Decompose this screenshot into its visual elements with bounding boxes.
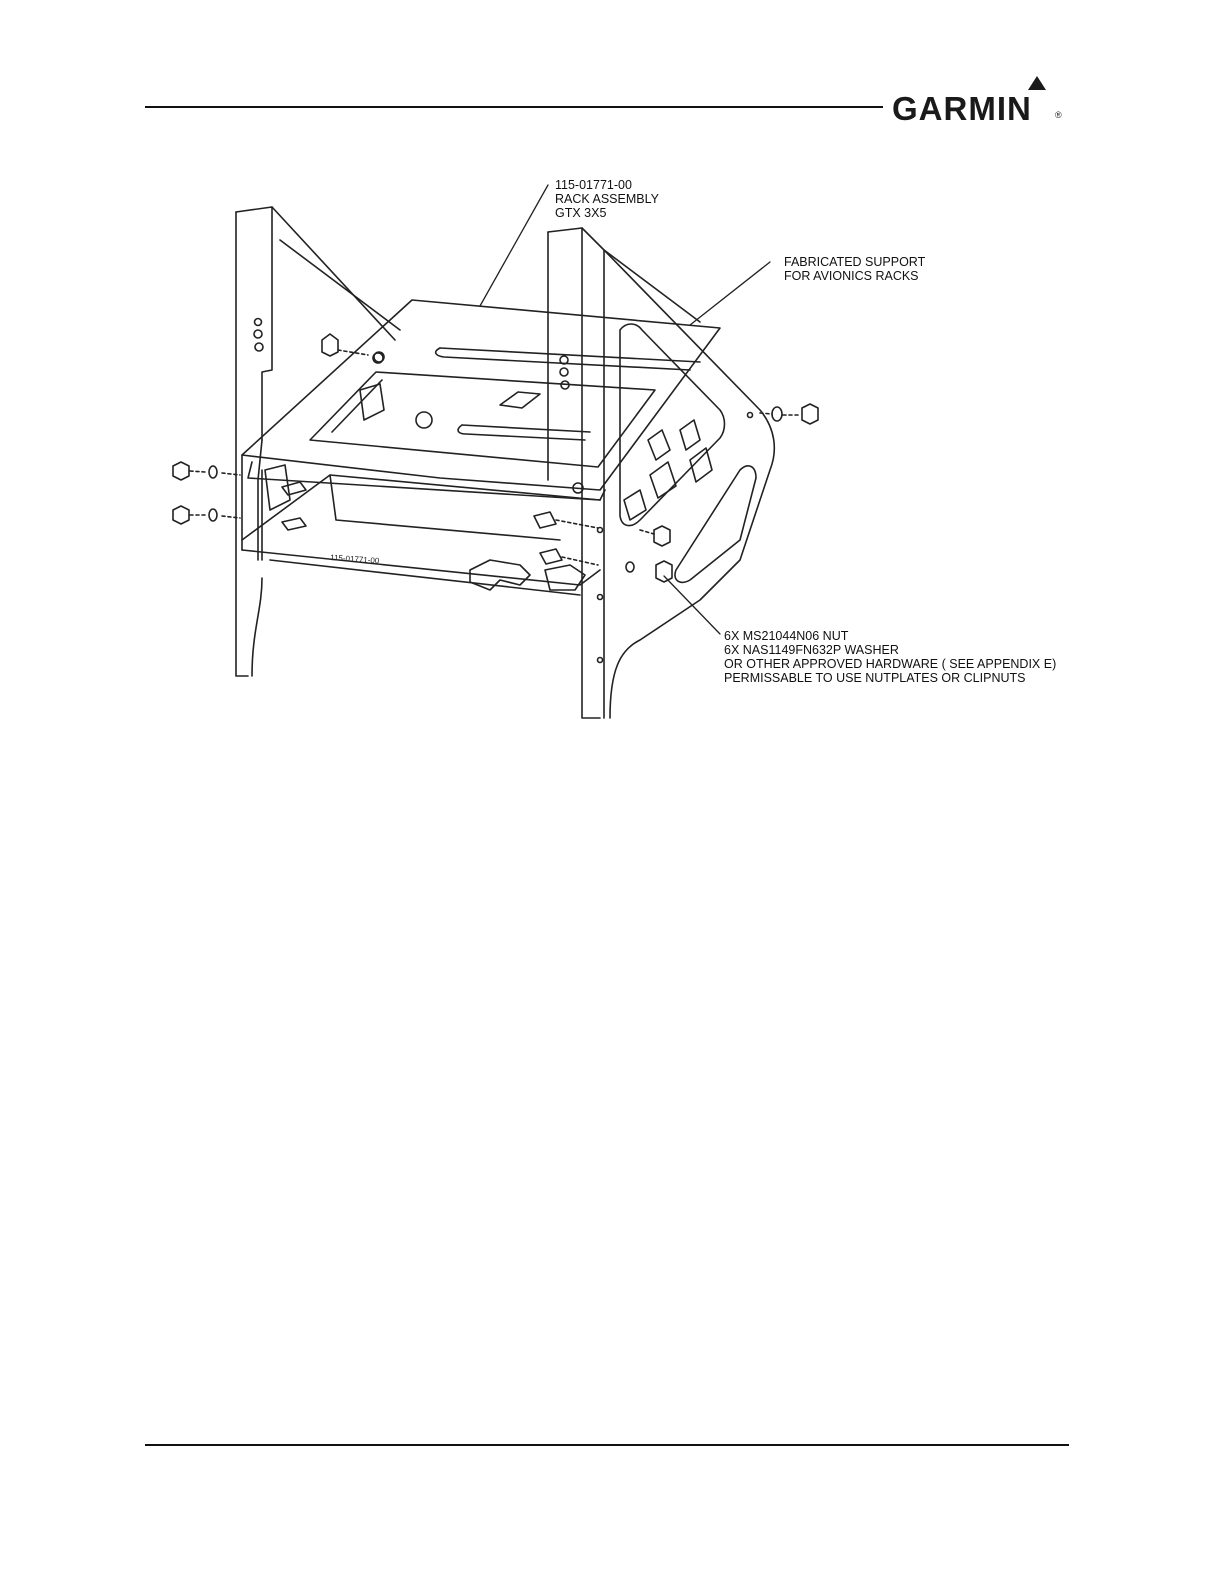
rack-top-plate [242, 300, 720, 500]
logo-registered-mark: ® [1055, 110, 1062, 120]
hardware-callout-line-2: 6X NAS1149FN632P WASHER [724, 643, 1056, 657]
hardware-callout-line-3: OR OTHER APPROVED HARDWARE ( SEE APPENDI… [724, 657, 1056, 671]
hardware-callout-line-4: PERMISSABLE TO USE NUTPLATES OR CLIPNUTS [724, 671, 1056, 685]
rack-part-marking: 115-01771-00 [330, 553, 380, 565]
footer-rule [145, 1444, 1069, 1446]
rack-assembly-callout: 115-01771-00 RACK ASSEMBLY GTX 3X5 [555, 178, 659, 220]
support-callout-line-1: FABRICATED SUPPORT [784, 255, 925, 269]
leader-lines [480, 185, 770, 634]
hardware-callout: 6X MS21044N06 NUT 6X NAS1149FN632P WASHE… [724, 629, 1056, 685]
rack-callout-line-3: GTX 3X5 [555, 206, 659, 220]
header-rule [145, 106, 883, 108]
hardware-callout-line-1: 6X MS21044N06 NUT [724, 629, 1056, 643]
fabricated-support-callout: FABRICATED SUPPORT FOR AVIONICS RACKS [784, 255, 925, 283]
support-callout-line-2: FOR AVIONICS RACKS [784, 269, 925, 283]
left-hardware [173, 334, 384, 530]
garmin-logo: GARMIN ® [892, 72, 1067, 126]
logo-triangle-icon [1028, 76, 1046, 90]
rack-callout-line-2: RACK ASSEMBLY [555, 192, 659, 206]
logo-text: GARMIN [892, 90, 1032, 128]
rack-callout-line-1: 115-01771-00 [555, 178, 659, 192]
